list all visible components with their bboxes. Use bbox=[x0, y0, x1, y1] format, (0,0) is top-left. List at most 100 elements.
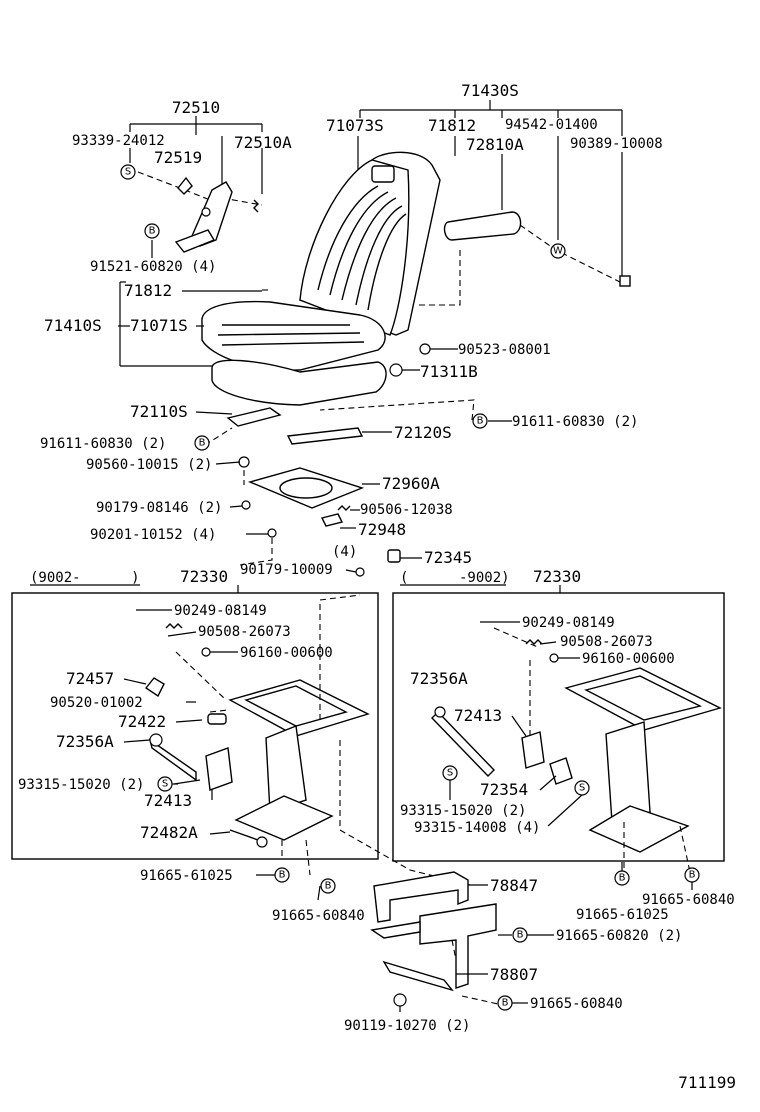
label-91521-60820: 91521-60820 (4) bbox=[90, 259, 216, 275]
svg-text:S: S bbox=[579, 783, 585, 794]
label-90508-26073-left: 90508-26073 bbox=[198, 624, 291, 640]
symbol-s-2: S bbox=[157, 776, 173, 792]
label-94542-01400: 94542-01400 bbox=[505, 117, 598, 133]
symbol-b-8: B bbox=[614, 870, 630, 886]
label-90179-08146: 90179-08146 (2) bbox=[96, 500, 222, 516]
svg-text:B: B bbox=[279, 870, 286, 881]
symbol-b-9: B bbox=[684, 867, 700, 883]
label-96160-00600-left: 96160-00600 bbox=[240, 645, 333, 661]
label-93315-14008: 93315-14008 (4) bbox=[414, 820, 540, 836]
svg-text:B: B bbox=[199, 438, 206, 449]
label-72356A-left: 72356A bbox=[56, 732, 114, 751]
label-count-4: (4) bbox=[332, 544, 357, 560]
label-91611-60830-right: 91611-60830 (2) bbox=[512, 414, 638, 430]
label-90179-10009: 90179-10009 bbox=[240, 562, 333, 578]
symbol-b-1: B bbox=[144, 223, 160, 239]
label-72422: 72422 bbox=[118, 712, 166, 731]
label-91665-61025-left: 91665-61025 bbox=[140, 868, 233, 884]
svg-text:B: B bbox=[517, 930, 524, 941]
label-90389-10008: 90389-10008 bbox=[570, 136, 663, 152]
label-72960A: 72960A bbox=[382, 474, 440, 493]
label-72110S: 72110S bbox=[130, 402, 188, 421]
svg-text:S: S bbox=[125, 167, 131, 178]
label-71410S: 71410S bbox=[44, 316, 102, 335]
left-pedestal bbox=[136, 594, 471, 886]
label-72482A: 72482A bbox=[140, 823, 198, 842]
symbol-b-4: B bbox=[274, 867, 290, 883]
label-91665-60820: 91665-60820 (2) bbox=[556, 928, 682, 944]
label-78807: 78807 bbox=[490, 965, 538, 984]
swivel-plate bbox=[238, 456, 401, 577]
label-93339-24012: 93339-24012 bbox=[72, 133, 165, 149]
label-90560-10015: 90560-10015 (2) bbox=[86, 457, 212, 473]
symbol-s-3: S bbox=[442, 765, 458, 781]
top-leaders bbox=[129, 100, 623, 280]
svg-text:B: B bbox=[149, 226, 156, 237]
armrest bbox=[443, 211, 522, 241]
label-71071S: 71071S bbox=[130, 316, 188, 335]
label-72345: 72345 bbox=[424, 548, 472, 567]
label-9002-right: ( -9002) bbox=[400, 570, 510, 586]
svg-text:B: B bbox=[502, 998, 509, 1009]
slide-rails bbox=[204, 399, 475, 446]
bottom-brackets bbox=[370, 871, 512, 1012]
label-71073S: 71073S bbox=[326, 116, 384, 135]
label-72330-right: 72330 bbox=[533, 567, 581, 586]
label-90508-26073-right: 90508-26073 bbox=[560, 634, 653, 650]
left-variant-box bbox=[11, 592, 379, 860]
label-90249-08149-left: 90249-08149 bbox=[174, 603, 267, 619]
svg-text:B: B bbox=[477, 416, 484, 427]
label-72354: 72354 bbox=[480, 780, 528, 799]
label-93315-15020-left: 93315-15020 (2) bbox=[18, 777, 144, 793]
label-72510: 72510 bbox=[172, 98, 220, 117]
label-71812-mid: 71812 bbox=[124, 281, 172, 300]
label-72356A-right: 72356A bbox=[410, 669, 468, 688]
svg-text:B: B bbox=[619, 873, 626, 884]
label-90249-08149-right: 90249-08149 bbox=[522, 615, 615, 631]
label-9002-left: (9002- ) bbox=[30, 570, 140, 586]
svg-text:B: B bbox=[325, 881, 332, 892]
label-90201-10152: 90201-10152 (4) bbox=[90, 527, 216, 543]
right-variant-box bbox=[392, 592, 725, 862]
label-72810A: 72810A bbox=[466, 135, 524, 154]
label-90520-01002: 90520-01002 bbox=[50, 695, 143, 711]
label-78847: 78847 bbox=[490, 876, 538, 895]
label-91665-60840-left: 91665-60840 bbox=[272, 908, 365, 924]
symbol-b-3: B bbox=[194, 435, 210, 451]
symbol-w-1: W bbox=[550, 243, 566, 259]
label-91665-60840-bottom: 91665-60840 bbox=[530, 996, 623, 1012]
label-91665-61025-right: 91665-61025 bbox=[576, 907, 669, 923]
svg-text:W: W bbox=[553, 246, 563, 257]
symbol-b-6: B bbox=[512, 927, 528, 943]
label-71430S: 71430S bbox=[461, 81, 519, 100]
label-96160-00600-right: 96160-00600 bbox=[582, 651, 675, 667]
svg-text:B: B bbox=[689, 870, 696, 881]
seat-back bbox=[299, 151, 441, 336]
svg-text:S: S bbox=[162, 779, 168, 790]
label-72510A: 72510A bbox=[234, 133, 292, 152]
label-71311B: 71311B bbox=[420, 362, 478, 381]
hinge-parts bbox=[389, 275, 631, 377]
label-72519: 72519 bbox=[154, 148, 202, 167]
recliner-mechanism bbox=[174, 176, 259, 253]
part-labels: 71430S 72510 93339-24012 72519 72510A 71… bbox=[18, 81, 736, 1092]
label-72330-left: 72330 bbox=[180, 567, 228, 586]
seat-cushion bbox=[201, 300, 387, 406]
symbol-s-1: S bbox=[120, 164, 136, 180]
symbol-s-4: S bbox=[574, 780, 590, 796]
label-93315-15020-right: 93315-15020 (2) bbox=[400, 803, 526, 819]
label-72413-right: 72413 bbox=[454, 706, 502, 725]
label-71812-top: 71812 bbox=[428, 116, 476, 135]
label-72457: 72457 bbox=[66, 669, 114, 688]
label-72120S: 72120S bbox=[394, 423, 452, 442]
label-72948: 72948 bbox=[358, 520, 406, 539]
label-90506-12038: 90506-12038 bbox=[360, 502, 453, 518]
symbol-b-5: B bbox=[320, 878, 336, 894]
label-91611-60830-left: 91611-60830 (2) bbox=[40, 436, 166, 452]
svg-text:S: S bbox=[447, 768, 453, 779]
label-90523-08001: 90523-08001 bbox=[458, 342, 551, 358]
symbol-b-2: B bbox=[472, 413, 488, 429]
right-pedestal bbox=[431, 621, 722, 873]
